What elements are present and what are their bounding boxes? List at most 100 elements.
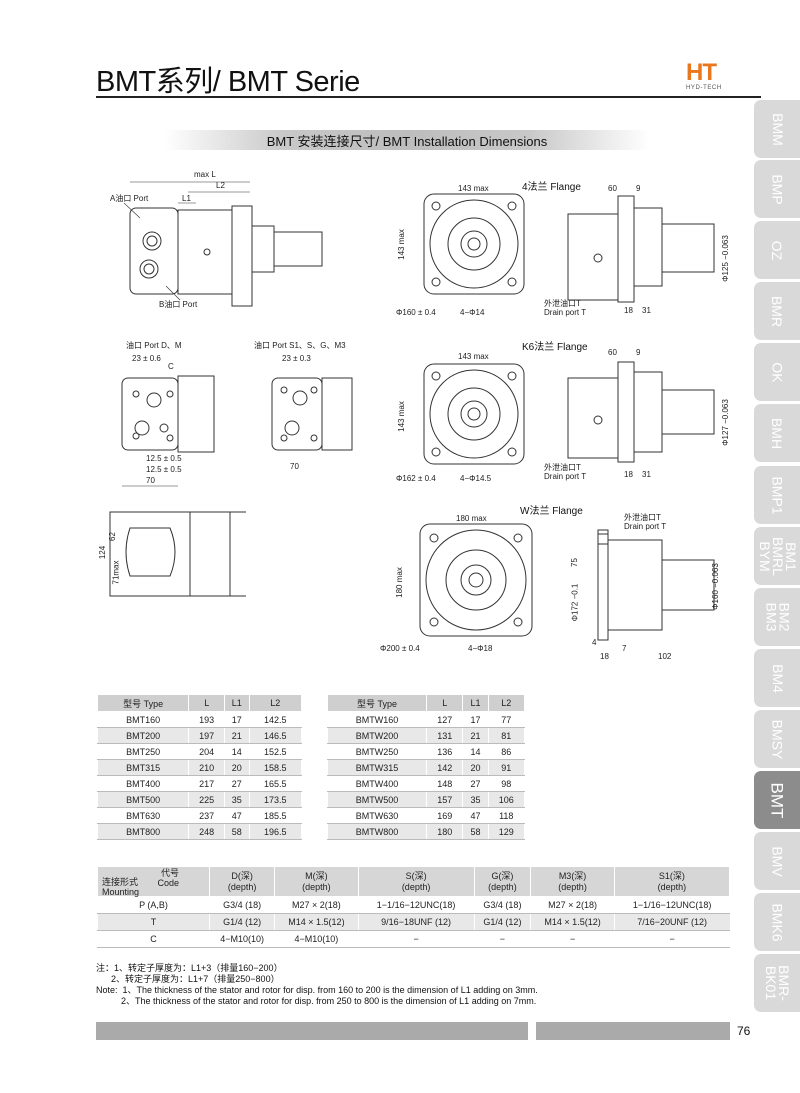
tab-label: BM4 <box>769 663 786 693</box>
flangew-front-drawing: W法兰 Flange 180 max 180 max Φ200 ± 0.4 4−… <box>380 500 583 660</box>
dm-c: C <box>168 362 174 371</box>
flangek6-d31: 31 <box>642 470 651 479</box>
s-title: 油口 Port S1、S、G、M3 <box>254 341 346 350</box>
tab-bm2[interactable]: BM2 BM3 <box>754 588 800 646</box>
ports-dm-drawing: 油口 Port D、M 23 ± 0.6 C 12.5 ± 0.5 12.5 ±… <box>94 338 234 488</box>
table-cell: T <box>97 913 210 931</box>
flangew-height: 180 max <box>394 567 404 598</box>
table-cell: 17 <box>224 711 250 728</box>
column-header: D(深) (depth) <box>208 866 276 897</box>
ls-d3: 71max <box>111 560 121 585</box>
side-view-drawing: max L L2 L1 A油口 Port B油口 Port <box>104 168 354 318</box>
corner-code-en: Code <box>157 878 179 888</box>
corner-mounting: 连接形式 <box>102 877 139 887</box>
tab-label: BMSY <box>769 719 786 759</box>
tab-bmsy[interactable]: BMSY <box>754 710 800 768</box>
table-cell: BMTW200 <box>327 727 427 744</box>
table-cell: 91 <box>487 759 525 776</box>
table-cell: − <box>530 930 615 948</box>
logo-letters: HT <box>686 59 717 86</box>
column-header: M(深) (depth) <box>274 866 359 897</box>
column-header: M3(深) (depth) <box>530 866 615 897</box>
tab-bmp1[interactable]: BMP1 <box>754 466 800 524</box>
table-cell: 131 <box>425 727 464 744</box>
flangew-d102: 102 <box>658 652 672 661</box>
table-cell: BMTW800 <box>327 823 427 840</box>
dm-d6: 70 <box>146 476 155 485</box>
flangew-width: 180 max <box>456 514 487 523</box>
table-cell: M27 × 2(18) <box>274 896 359 914</box>
dm-title: 油口 Port D、M <box>126 341 182 350</box>
table-cell: 142 <box>425 759 464 776</box>
table-cell: 20 <box>462 759 489 776</box>
table-cell: G3/4 (18) <box>473 896 531 914</box>
tab-label: BM2 BM3 <box>762 602 792 632</box>
table-cell: 196.5 <box>248 823 303 840</box>
column-header: L <box>425 694 464 712</box>
table-cell: BMT400 <box>96 775 190 792</box>
tab-label: OZ <box>769 240 786 260</box>
tab-label: BMR <box>769 295 786 327</box>
table-cell: 225 <box>188 791 226 808</box>
flangew-shaft2: Φ160 −0.063 <box>710 563 720 610</box>
footer-bar <box>96 1022 528 1040</box>
table-cell: M27 × 2(18) <box>530 896 615 914</box>
tab-bmm[interactable]: BMM <box>754 100 800 158</box>
table-cell: 248 <box>188 823 226 840</box>
table-cell: 20 <box>224 759 250 776</box>
table-cell: BMTW250 <box>327 743 427 760</box>
table-header-row: 代号 Code 连接形式 Mounting D(深) (depth)M(深) (… <box>97 866 731 897</box>
table-cell: G1/4 (12) <box>208 913 275 931</box>
table-cell: 118 <box>487 807 525 824</box>
brand-logo: HT HYD-TECH <box>686 59 732 93</box>
tab-label: BM1 BMRL BYM <box>756 536 799 576</box>
table-cell: 47 <box>462 807 489 824</box>
table-cell: 148 <box>425 775 464 792</box>
tab-bmh[interactable]: BMH <box>754 404 800 462</box>
flangek6-d60: 60 <box>608 348 617 357</box>
note-line: 注：1、转定子厚度为：L1+3（排量160−200） <box>96 963 283 973</box>
flange4-width: 143 max <box>458 184 489 193</box>
flange4-drain: 外泄油口T <box>544 299 581 308</box>
table-cell: 185.5 <box>248 807 303 824</box>
tab-oz[interactable]: OZ <box>754 221 800 279</box>
tab-bmv[interactable]: BMV <box>754 832 800 890</box>
table-cell: 27 <box>462 775 489 792</box>
tab-bmk6[interactable]: BMK6 <box>754 893 800 951</box>
flange4-d60: 60 <box>608 184 617 193</box>
table-cell: 169 <box>425 807 464 824</box>
tab-bmt[interactable]: BMT <box>754 771 800 829</box>
flangew-holes: 4−Φ18 <box>468 644 493 653</box>
tab-bmr[interactable]: BMR <box>754 282 800 340</box>
tab-bmp[interactable]: BMP <box>754 160 800 218</box>
table-cell: 14 <box>224 743 250 760</box>
table-cell: BMT315 <box>96 759 190 776</box>
flangek6-d18: 18 <box>624 470 633 479</box>
table-cell: M14 × 1.5(12) <box>530 913 615 931</box>
table-cell: BMT160 <box>96 711 190 728</box>
table-cell: 9/16−18UNF (12) <box>357 913 475 931</box>
column-header: S1(深) (depth) <box>613 866 731 897</box>
column-header: 型号 Type <box>96 694 190 712</box>
table-row: P (A,B)G3/4 (18)M27 × 2(18)1−1/16−12UNC(… <box>97 896 730 914</box>
table-cell: 157 <box>425 791 464 808</box>
table-cell: − <box>613 930 730 948</box>
tab-bmr[interactable]: BMR- BK01 <box>754 954 800 1012</box>
tab-bm1[interactable]: BM1 BMRL BYM <box>754 527 800 585</box>
flangew-drain: 外泄油口T <box>624 513 661 522</box>
port-b-label: B油口 Port <box>159 300 198 309</box>
tab-bm4[interactable]: BM4 <box>754 649 800 707</box>
flangek6-width: 143 max <box>458 352 489 361</box>
flangew-d18: 18 <box>600 652 609 661</box>
tab-ok[interactable]: OK <box>754 343 800 401</box>
table-cell: 129 <box>487 823 525 840</box>
table-cell: 180 <box>425 823 464 840</box>
section-bar <box>164 130 650 150</box>
